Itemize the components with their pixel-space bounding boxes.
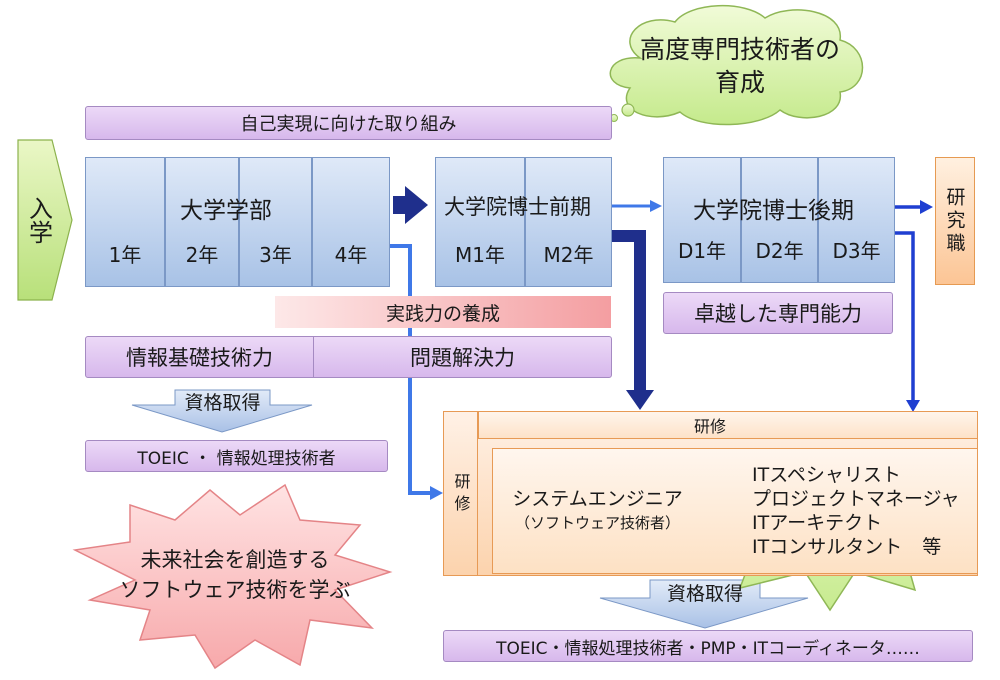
- year-label: 1年: [108, 243, 142, 267]
- masters-block: M1年 M2年 大学院博士前期: [435, 157, 612, 287]
- year-cell-m1: M1年: [435, 157, 525, 287]
- year-cell-3: 3年: [239, 157, 312, 287]
- year-label: 4年: [334, 243, 368, 267]
- skills-bar: 情報基礎技術力 問題解決力: [85, 336, 612, 378]
- problem-skill-label: 問題解決力: [410, 346, 515, 370]
- training-left-label: 研修: [443, 460, 478, 530]
- researcher-box: 研究職: [935, 157, 975, 285]
- masters-to-training-arrow: [626, 390, 654, 410]
- year-label: M2年: [543, 243, 594, 267]
- year-label: M1年: [455, 243, 505, 267]
- year-label: D1年: [677, 239, 727, 263]
- training-top-label: 研修: [693, 417, 726, 436]
- self-actualization-bar: 自己実現に向けた取り組み: [85, 106, 612, 140]
- excellence-box: 卓越した専門能力: [663, 292, 893, 334]
- undergrad-title: 大学学部: [180, 198, 272, 224]
- undergrad-to-masters-arrow: [393, 186, 428, 224]
- training-inner: [492, 448, 978, 574]
- cert2-items-label: TOEIC・情報処理技術者・PMP・ITコーディネータ……: [496, 638, 920, 659]
- careers-list: ITスペシャリスト プロジェクトマネージャ ITアーキテクト ITコンサルタント…: [752, 463, 960, 559]
- training-left-text: 研修: [451, 473, 471, 517]
- practical-bar: [275, 296, 611, 328]
- excellence-label: 卓越した専門能力: [694, 302, 862, 326]
- year-cell-2: 2年: [165, 157, 239, 287]
- researcher-label: 研究職: [943, 186, 966, 256]
- training-left-bar: [443, 411, 478, 576]
- info-skill-label: 情報基礎技術力: [126, 346, 273, 370]
- cert1-arrow: [131, 389, 313, 433]
- cert1-label: 資格取得: [184, 391, 261, 414]
- careers-suffix: 等: [922, 536, 942, 558]
- info-skill: 情報基礎技術力: [86, 337, 314, 377]
- doctoral-title: 大学院博士後期: [693, 198, 854, 224]
- cert2-label: 資格取得: [666, 582, 743, 605]
- admission-label: 入学: [24, 196, 53, 244]
- career-item: ITアーキテクト: [752, 512, 883, 534]
- year-label: D3年: [832, 239, 881, 263]
- year-label: D2年: [755, 239, 804, 263]
- goal-text: 高度専門技術者の育成: [640, 35, 841, 97]
- year-label: 3年: [259, 243, 292, 267]
- masters-title: 大学院博士前期: [444, 195, 591, 219]
- engineer-title: システムエンジニア: [512, 488, 683, 510]
- motto-star: [72, 483, 393, 670]
- year-cell-m2: M2年: [525, 157, 612, 287]
- doctoral-block: D1年 D2年 D3年 大学院博士後期: [663, 157, 895, 283]
- career-item: ITコンサルタント: [752, 536, 903, 558]
- undergrad-block: 1年 2年 3年 4年 大学学部: [85, 157, 390, 287]
- self-actualization-label: 自己実現に向けた取り組み: [240, 114, 457, 135]
- training-top-bar: [478, 411, 978, 439]
- practical-label: 実践力の養成: [385, 302, 500, 325]
- year-cell-d2: D2年: [741, 157, 818, 283]
- motto-text: 未来社会を創造する ソフトウェア技術を学ぶ: [119, 548, 351, 602]
- year-cell-1: 1年: [85, 157, 165, 287]
- admission-arrow: [17, 139, 73, 301]
- cert1-items-label: TOEIC ・ 情報処理技術者: [137, 448, 336, 469]
- year-label: 2年: [185, 243, 219, 267]
- year-cell-4: 4年: [312, 157, 390, 287]
- career-item: プロジェクトマネージャ: [752, 488, 960, 510]
- year-cell-d3: D3年: [818, 157, 895, 283]
- cert2-items: TOEIC・情報処理技術者・PMP・ITコーディネータ……: [443, 630, 973, 662]
- engineer-sub: （ソフトウェア技術者）: [514, 514, 680, 532]
- career-item: ITスペシャリスト: [752, 464, 901, 486]
- cert1-items: TOEIC ・ 情報処理技術者: [85, 440, 388, 472]
- problem-skill: 問題解決力: [314, 337, 611, 377]
- year-cell-d1: D1年: [663, 157, 741, 283]
